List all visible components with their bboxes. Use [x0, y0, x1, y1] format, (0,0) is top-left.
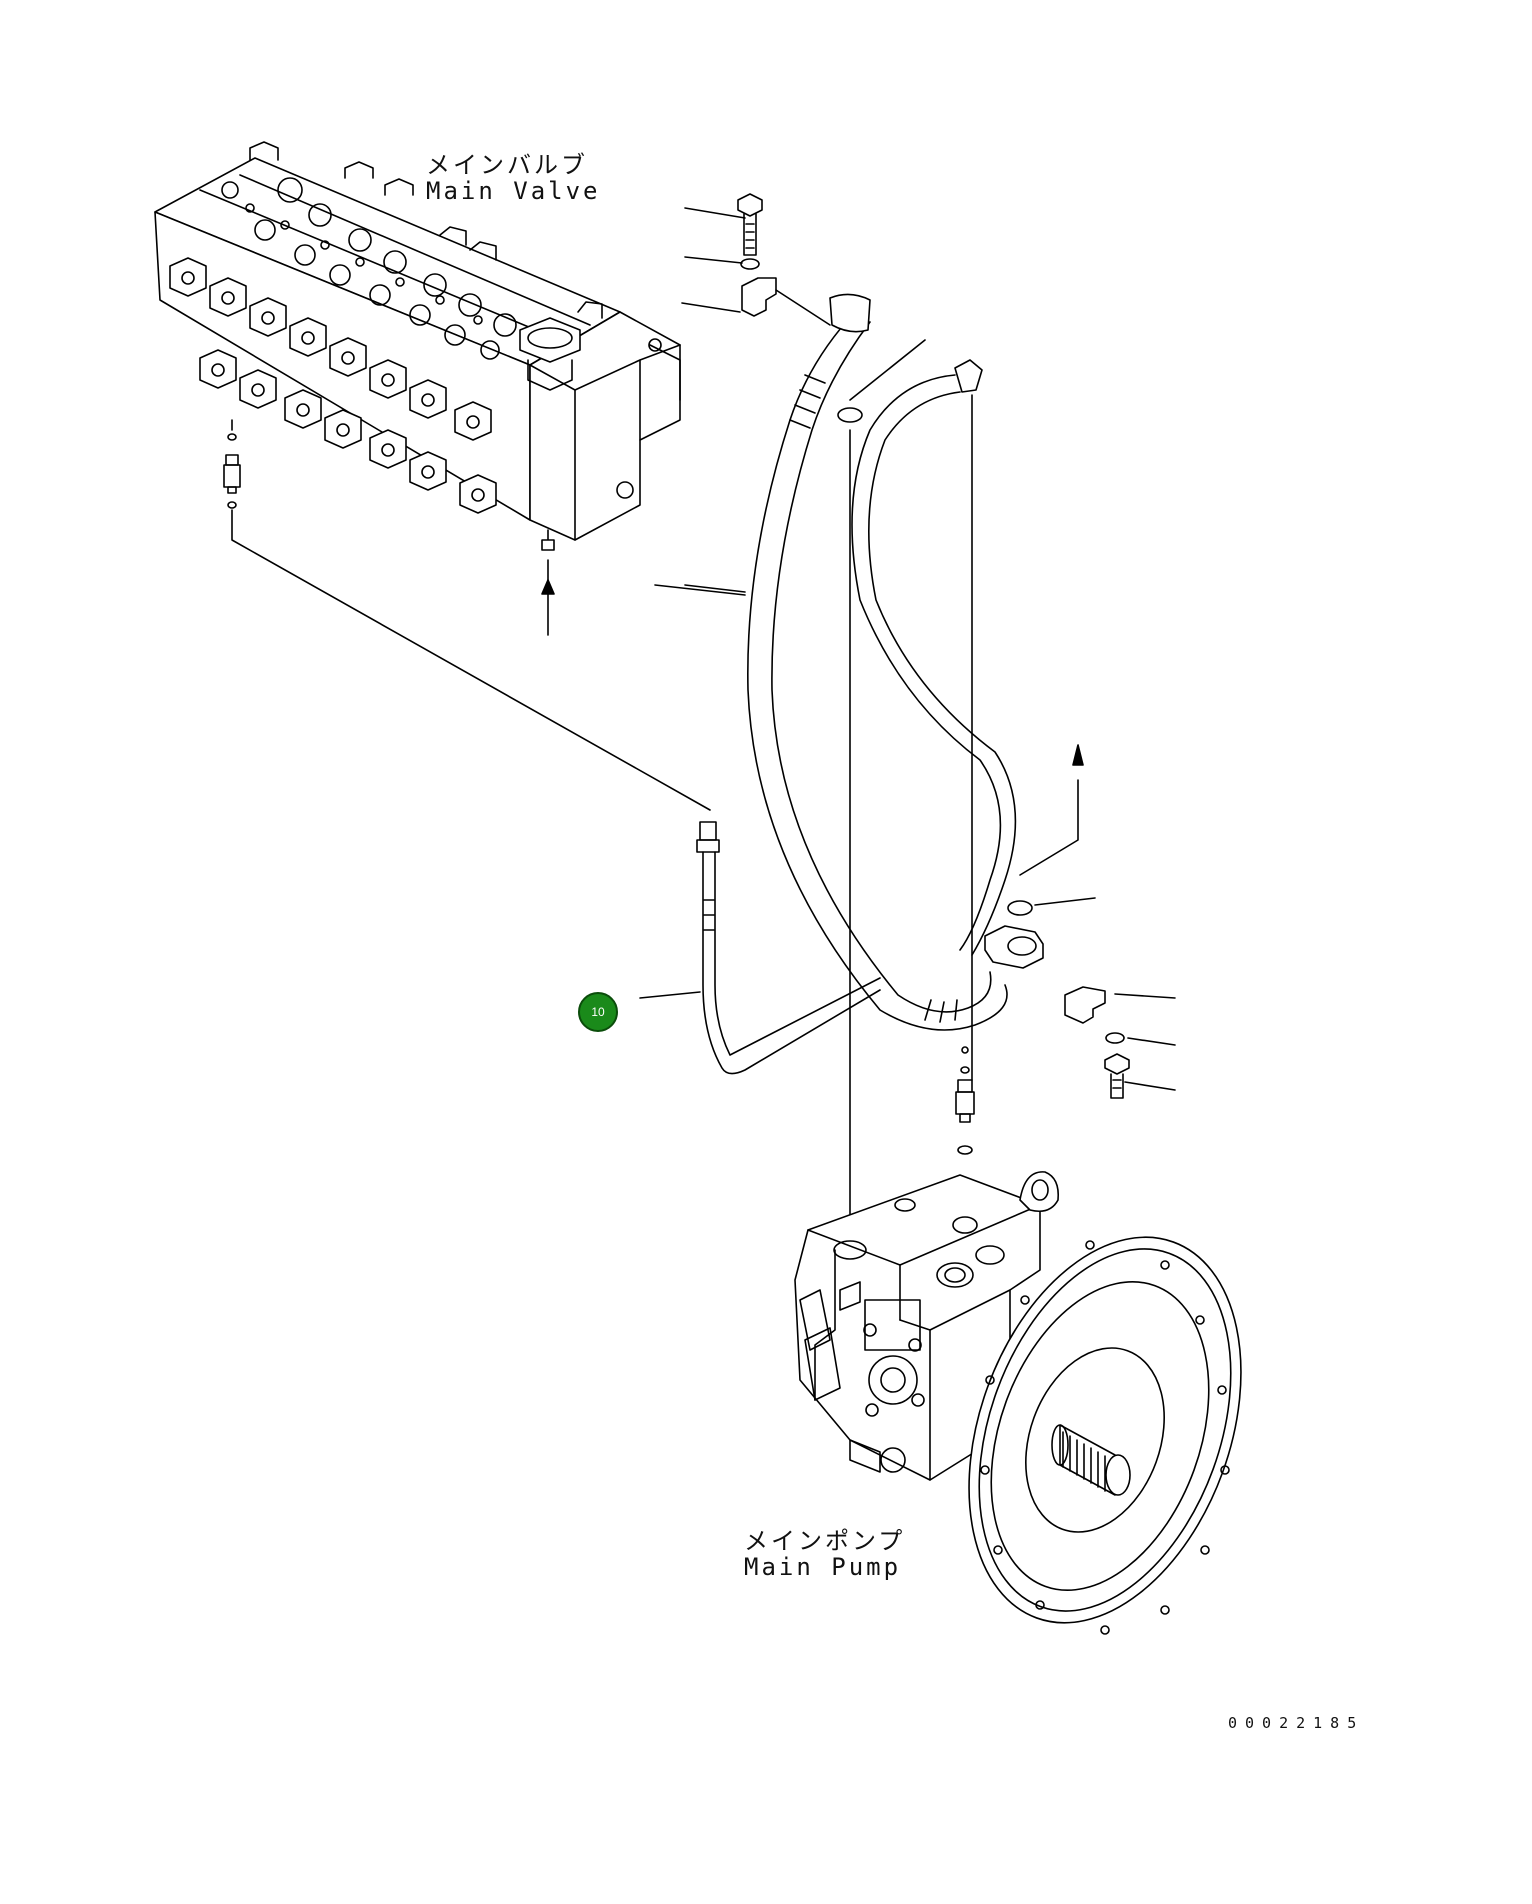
- lower-flange-set: [955, 925, 1130, 1155]
- main-valve-label-en: Main Valve: [426, 177, 601, 206]
- suction-hose: [654, 293, 1008, 1031]
- main-valve-label-jp: メインバルブ: [426, 151, 588, 179]
- main-valve-assembly: [154, 141, 681, 636]
- main-pump-assembly: [794, 1171, 1242, 1635]
- upper-clamp-set: [681, 193, 831, 326]
- callout-part-10-number: 10: [591, 1005, 605, 1019]
- main-pump-label-jp: メインポンプ: [744, 1527, 906, 1555]
- main-valve-label: メインバルブ Main Valve: [426, 152, 601, 205]
- callout-part-10[interactable]: 10: [578, 992, 618, 1032]
- main-pump-label-en: Main Pump: [744, 1553, 902, 1582]
- leader-lines: [684, 339, 1176, 1226]
- return-hose: [851, 359, 1017, 1081]
- tube-part-10: [231, 509, 881, 1075]
- drawing-number: 00022185: [1228, 1714, 1365, 1732]
- main-pump-label: メインポンプ Main Pump: [744, 1528, 905, 1581]
